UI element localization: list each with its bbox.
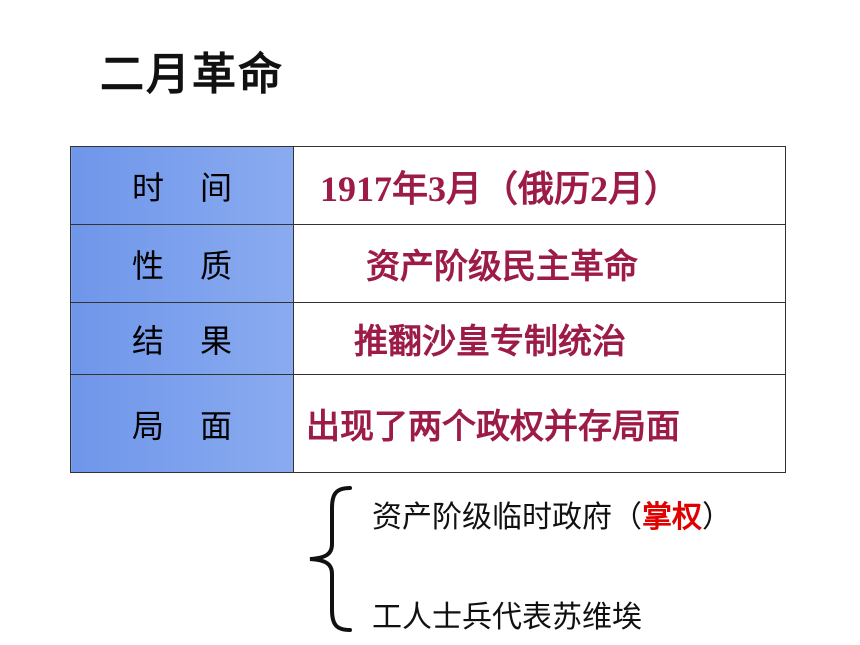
info-table: 时间 1917年3月（俄历2月） 性质 资产阶级民主革命 结果 推翻沙皇专制统治… <box>70 146 786 473</box>
table-row: 性质 资产阶级民主革命 <box>70 224 786 303</box>
provisional-government-suffix: ） <box>702 500 732 535</box>
table-row: 局面 出现了两个政权并存局面 <box>70 374 786 473</box>
row-label-time: 时间 <box>70 146 294 225</box>
table-row: 时间 1917年3月（俄历2月） <box>70 146 786 225</box>
provisional-government-text: 资产阶级临时政府（掌权） <box>372 492 732 536</box>
row-label-nature: 性质 <box>70 224 294 303</box>
table-row: 结果 推翻沙皇专制统治 <box>70 302 786 375</box>
in-power-highlight: 掌权 <box>642 500 702 535</box>
soviet-text: 工人士兵代表苏维埃 <box>372 600 642 635</box>
curly-brace-icon <box>309 486 352 632</box>
row-value-time: 1917年3月（俄历2月） <box>293 146 786 225</box>
row-value-result: 推翻沙皇专制统治 <box>293 302 786 375</box>
row-value-situation: 出现了两个政权并存局面 <box>293 374 786 473</box>
slide-title: 二月革命 <box>100 49 284 100</box>
row-label-result: 结果 <box>70 302 294 375</box>
provisional-government-label: 资产阶级临时政府（ <box>372 500 642 535</box>
row-value-nature: 资产阶级民主革命 <box>293 224 786 303</box>
row-label-situation: 局面 <box>70 374 294 473</box>
